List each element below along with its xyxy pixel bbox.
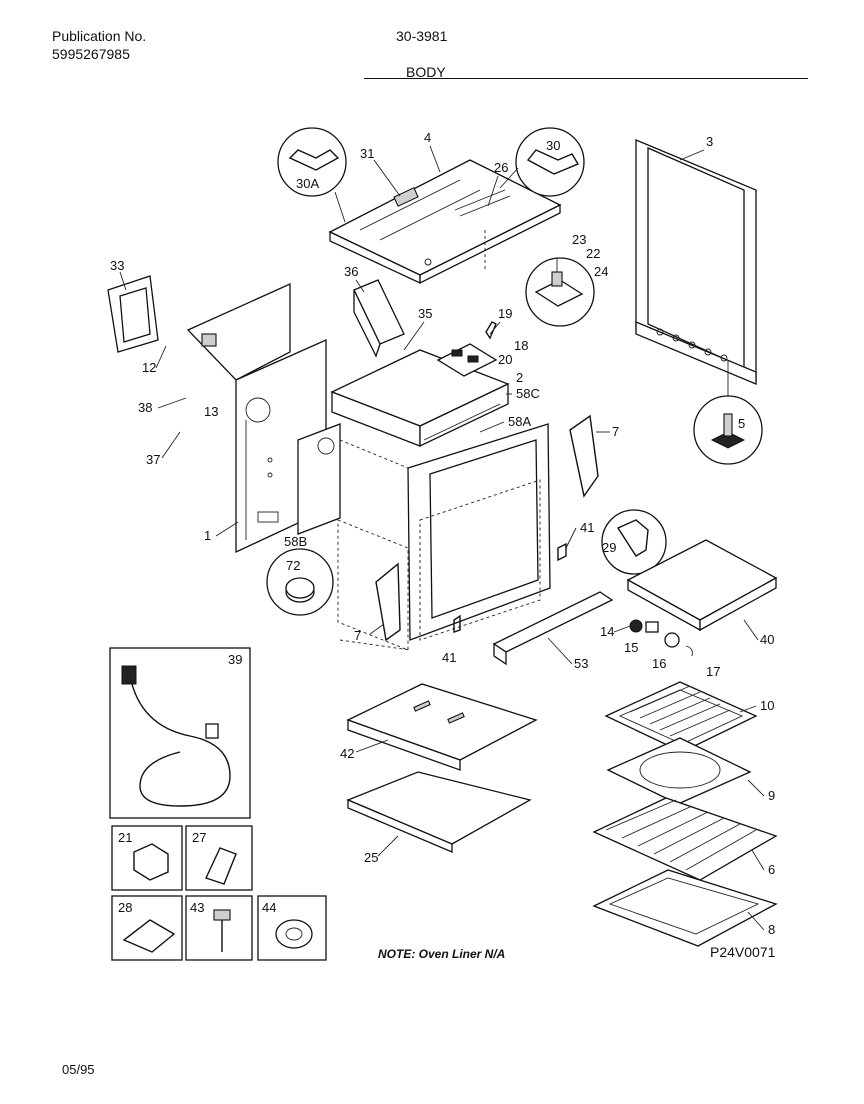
trim-53-part bbox=[492, 591, 614, 666]
callout-42: 42 bbox=[340, 746, 354, 761]
door-hinge-lower-part bbox=[375, 562, 401, 642]
callout-39: 39 bbox=[228, 652, 242, 667]
callout-4: 4 bbox=[424, 130, 431, 145]
bracket-36-part bbox=[353, 279, 405, 358]
callout-37: 37 bbox=[146, 452, 160, 467]
callout-41-upper: 41 bbox=[580, 520, 594, 535]
callout-7-lower: 7 bbox=[354, 628, 361, 643]
callout-3: 3 bbox=[706, 134, 713, 149]
publication-number: 5995267985 bbox=[52, 46, 130, 62]
callout-14: 14 bbox=[600, 624, 614, 639]
callout-12: 12 bbox=[142, 360, 156, 375]
clip-41-part bbox=[453, 542, 567, 633]
callout-33: 33 bbox=[110, 258, 124, 273]
publication-date: 05/95 bbox=[62, 1062, 95, 1077]
callout-21: 21 bbox=[118, 830, 132, 845]
knob-72-detail bbox=[266, 548, 334, 616]
callout-10: 10 bbox=[760, 698, 774, 713]
hinge-receptacle-detail bbox=[601, 509, 667, 575]
callout-24: 24 bbox=[594, 264, 608, 279]
callout-25: 25 bbox=[364, 850, 378, 865]
panel-42-part bbox=[346, 683, 538, 771]
callout-28: 28 bbox=[118, 900, 132, 915]
callout-7-upper: 7 bbox=[612, 424, 619, 439]
leveling-leg-detail bbox=[693, 395, 763, 465]
part-box-44 bbox=[257, 895, 327, 961]
back-panel-part bbox=[186, 282, 291, 381]
oven-cavity-outline bbox=[337, 479, 541, 651]
side-panel-part bbox=[635, 139, 757, 396]
bracket-33-part bbox=[107, 275, 159, 353]
part-box-21 bbox=[111, 825, 183, 891]
door-hinge-upper-part bbox=[569, 414, 599, 498]
callout-58b: 58B bbox=[284, 534, 307, 549]
oven-rack-part bbox=[592, 797, 778, 881]
part-box-28 bbox=[111, 895, 183, 961]
power-cord-box bbox=[109, 647, 251, 819]
callout-15: 15 bbox=[624, 640, 638, 655]
callout-27: 27 bbox=[192, 830, 206, 845]
callout-16: 16 bbox=[652, 656, 666, 671]
clip-detail-22-24 bbox=[525, 257, 595, 327]
model-number: 30-3981 bbox=[396, 28, 448, 44]
callout-6: 6 bbox=[768, 862, 775, 877]
callout-44: 44 bbox=[262, 900, 276, 915]
callout-30: 30 bbox=[546, 138, 560, 153]
callout-58a: 58A bbox=[508, 414, 531, 429]
callout-58c: 58C bbox=[516, 386, 540, 401]
callout-13: 13 bbox=[204, 404, 218, 419]
callout-2: 2 bbox=[516, 370, 523, 385]
bracket-30-detail bbox=[499, 127, 585, 197]
panel-25-part bbox=[346, 771, 532, 853]
knob-parts-14-17 bbox=[629, 619, 693, 657]
callout-36: 36 bbox=[344, 264, 358, 279]
publication-label: Publication No. bbox=[52, 28, 147, 44]
callout-35: 35 bbox=[418, 306, 432, 321]
callout-29: 29 bbox=[602, 540, 616, 555]
leader-lines bbox=[119, 145, 765, 931]
callout-26: 26 bbox=[494, 160, 508, 175]
top-panel-part bbox=[328, 159, 562, 285]
callout-8: 8 bbox=[768, 922, 775, 937]
callout-9: 9 bbox=[768, 788, 775, 803]
header-rule bbox=[364, 78, 808, 79]
callout-43: 43 bbox=[190, 900, 204, 915]
callout-20: 20 bbox=[498, 352, 512, 367]
callout-labels: 30A 31 4 26 30 3 23 22 24 33 36 35 19 18… bbox=[110, 130, 775, 937]
callout-31: 31 bbox=[360, 146, 374, 161]
callout-41-lower: 41 bbox=[442, 650, 456, 665]
callout-19: 19 bbox=[498, 306, 512, 321]
section-title: BODY bbox=[406, 64, 446, 80]
figure-code: P24V0071 bbox=[710, 944, 776, 960]
callout-40: 40 bbox=[760, 632, 774, 647]
callout-38: 38 bbox=[138, 400, 152, 415]
vent-40-part bbox=[626, 539, 778, 632]
oven-bottom-part bbox=[592, 869, 778, 947]
oven-front-frame-part bbox=[339, 423, 551, 651]
callout-30a: 30A bbox=[296, 176, 319, 191]
bracket-30a-detail bbox=[277, 127, 347, 223]
insulation-58b-part bbox=[297, 423, 341, 535]
broiler-grid-part bbox=[604, 681, 758, 753]
callout-23: 23 bbox=[572, 232, 586, 247]
part-box-27 bbox=[185, 825, 253, 891]
callout-72: 72 bbox=[286, 558, 300, 573]
callout-1: 1 bbox=[204, 528, 211, 543]
callout-18: 18 bbox=[514, 338, 528, 353]
callout-5: 5 bbox=[738, 416, 745, 431]
terminal-block-part bbox=[436, 321, 498, 377]
callout-53: 53 bbox=[574, 656, 588, 671]
callout-17: 17 bbox=[706, 664, 720, 679]
part-box-43 bbox=[185, 895, 253, 961]
callout-22: 22 bbox=[586, 246, 600, 261]
broiler-pan-part bbox=[606, 737, 752, 805]
oven-liner-note: NOTE: Oven Liner N/A bbox=[378, 947, 506, 961]
